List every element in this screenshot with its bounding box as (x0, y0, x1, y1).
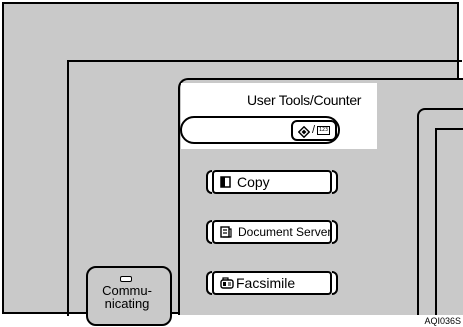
facsimile-label: Facsimile (236, 275, 296, 291)
display-screen (435, 128, 463, 315)
document-server-icon (220, 226, 232, 238)
document-server-button[interactable]: Document Server (206, 220, 338, 244)
copy-button[interactable]: Copy (206, 170, 338, 194)
communicating-label-line2: nicating (104, 296, 150, 311)
figure-code: AQI036S (424, 316, 461, 326)
counter-icon: 123 (317, 126, 331, 135)
communicating-label: Commu- nicating (100, 284, 154, 310)
copy-label: Copy (237, 174, 270, 190)
slash-separator: / (311, 124, 316, 136)
user-tools-label: User Tools/Counter (247, 92, 362, 108)
display-frame (417, 108, 463, 315)
facsimile-icon (220, 277, 234, 289)
copy-icon (220, 176, 231, 188)
communicating-led-icon (120, 276, 132, 282)
facsimile-button[interactable]: Facsimile (206, 271, 338, 295)
panel-bezel (67, 60, 462, 316)
communicating-label-line1: Commu- (102, 283, 152, 298)
user-tools-counter-button[interactable]: / 123 (291, 120, 337, 141)
document-server-label: Document Server (238, 225, 332, 239)
user-tools-diamond-icon (297, 125, 311, 138)
